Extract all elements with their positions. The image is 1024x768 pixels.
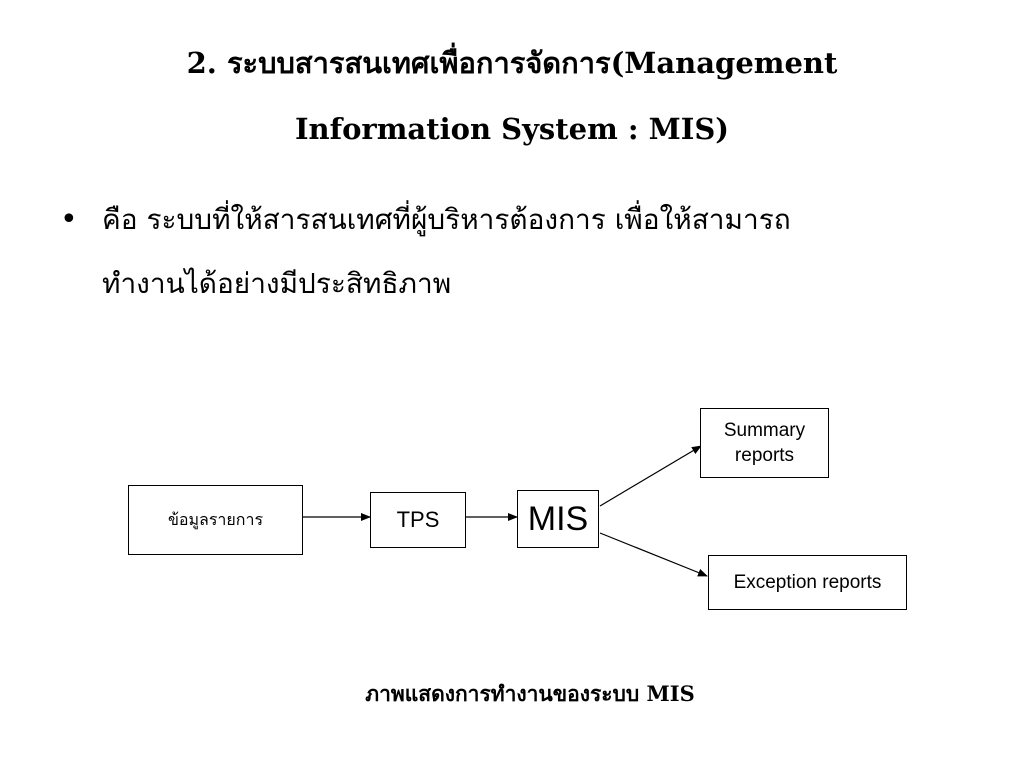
tps-box: TPS xyxy=(370,492,466,548)
summary-reports-box: Summary reports xyxy=(700,408,829,478)
summary-reports-label-line-2: reports xyxy=(734,445,795,466)
bullet-text: คือ ระบบที่ให้สารสนเทศที่ผู้บริหารต้องกา… xyxy=(102,188,960,316)
slide-title: 2. ระบบสารสนเทศเพื่อการจัดการ(Management… xyxy=(0,30,1024,162)
arrow-mis-to-summary xyxy=(599,445,702,507)
exception-reports-box: Exception reports xyxy=(708,555,907,610)
diagram-caption: ภาพแสดงการทำงานของระบบ MIS xyxy=(365,681,695,706)
arrow-mis-to-exception xyxy=(599,532,708,577)
slide-title-line-2: Information System : MIS) xyxy=(294,112,730,146)
summary-reports-label-line-1: Summary xyxy=(723,420,806,441)
bullet-text-line-2: ทำงานได้อย่างมีประสิทธิภาพ xyxy=(102,267,452,300)
bullet-dot: • xyxy=(60,202,78,237)
bullet-text-line-1: คือ ระบบที่ให้สารสนเทศที่ผู้บริหารต้องกา… xyxy=(102,203,791,236)
bullet-point: • คือ ระบบที่ให้สารสนเทศที่ผู้บริหารต้อง… xyxy=(60,188,960,316)
slide-title-line-1: 2. ระบบสารสนเทศเพื่อการจัดการ(Management xyxy=(186,46,838,80)
mis-box: MIS xyxy=(517,490,599,548)
input-data-box: ข้อมูลรายการ xyxy=(128,485,303,555)
